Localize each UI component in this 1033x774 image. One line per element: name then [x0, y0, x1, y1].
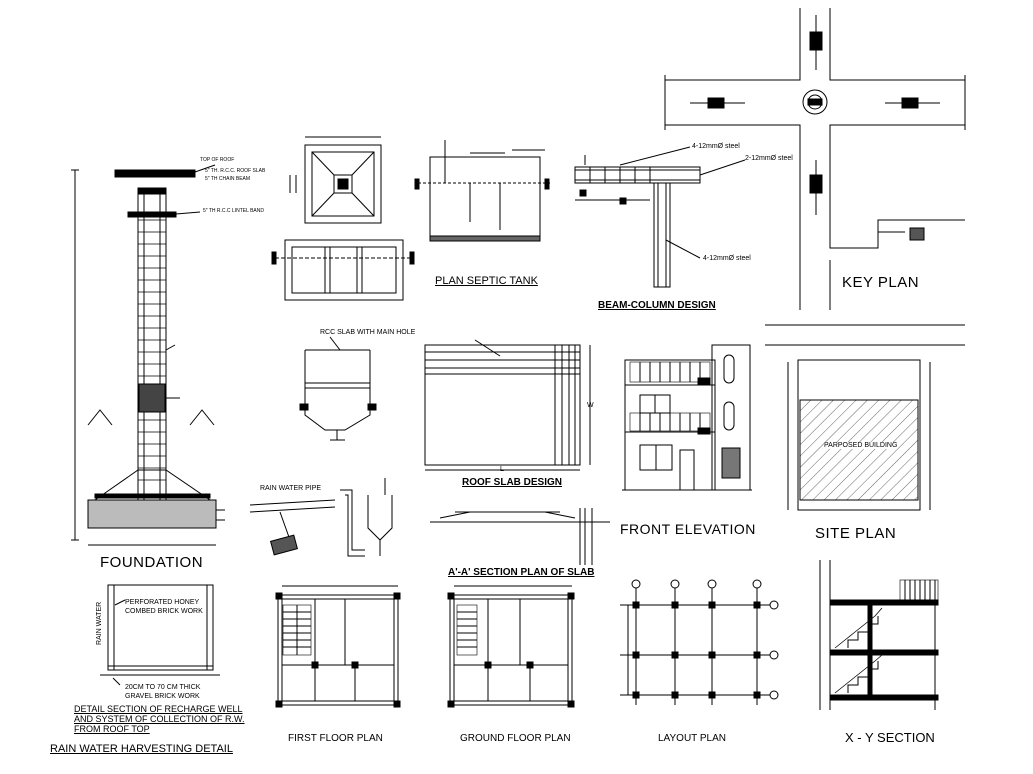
first-floor-plan-drawing — [275, 585, 401, 708]
note-rcc-slab-manhole: RCC SLAB WITH MAIN HOLE — [320, 329, 416, 336]
note-chain-beam: 5" TH CHAIN BEAM — [205, 176, 251, 182]
note-steel-2: 2-12mmØ steel — [745, 155, 793, 162]
rain-water-pipe-drawing — [249, 478, 393, 557]
septic-hopper-section — [299, 336, 377, 441]
note-roof-slab: 5" TH. R.C.C. ROOF SLAB — [205, 168, 266, 174]
title-slab-section: A'-A' SECTION PLAN OF SLAB — [448, 567, 595, 578]
title-front-elevation: FRONT ELEVATION — [620, 521, 756, 537]
key-plan-drawing — [664, 8, 966, 310]
note-steel-3: 4-12mmØ steel — [703, 255, 751, 262]
title-beam-column-design: BEAM-COLUMN DESIGN — [598, 300, 716, 311]
note-lintel-band: 5" TH R.C.C LINTEL BAND — [203, 208, 264, 214]
note-gravel-2: GRAVEL BRICK WORK — [125, 693, 200, 700]
roof-slab-drawing — [424, 339, 591, 471]
title-xy-section: X - Y SECTION — [845, 730, 935, 745]
note-perforated-1: PERFORATED HONEY — [125, 599, 200, 606]
note-detail-2: AND SYSTEM OF COLLECTION OF R.W. — [74, 714, 245, 724]
title-plan-septic-tank: PLAN SEPTIC TANK — [435, 275, 538, 287]
note-detail-3: FROM ROOF TOP — [74, 724, 150, 734]
septic-tank-plan — [271, 239, 415, 301]
title-site-plan: SITE PLAN — [815, 525, 897, 542]
note-steel-1: 4-12mmØ steel — [692, 143, 740, 150]
title-foundation: FOUNDATION — [100, 554, 204, 571]
title-rain-water-harvesting: RAIN WATER HARVESTING DETAIL — [50, 743, 233, 755]
slab-section-drawing — [430, 508, 610, 565]
title-roof-slab-design: ROOF SLAB DESIGN — [462, 477, 563, 488]
note-detail-1: DETAIL SECTION OF RECHARGE WELL — [74, 704, 243, 714]
beam-column-drawing — [574, 146, 746, 288]
title-key-plan: KEY PLAN — [842, 274, 920, 291]
note-rain-water-vertical: RAIN WATER — [96, 601, 103, 645]
foundation-drawing — [71, 164, 225, 546]
site-plan-drawing — [765, 324, 965, 511]
ground-floor-plan-drawing — [447, 585, 575, 708]
septic-tank-top-view — [289, 136, 382, 224]
note-slab-w: W — [587, 402, 594, 409]
title-ground-floor-plan: GROUND FLOOR PLAN — [460, 733, 571, 744]
note-top-of-roof: TOP OF ROOF — [200, 157, 235, 163]
note-purposed-building: PARPOSED BUILDING — [824, 442, 898, 449]
xy-section-drawing — [819, 560, 939, 710]
note-gravel-1: 20CM TO 70 CM THICK — [125, 684, 201, 691]
title-first-floor-plan: FIRST FLOOR PLAN — [288, 733, 383, 744]
note-perforated-2: COMBED BRICK WORK — [125, 608, 203, 615]
recharge-well-drawing — [100, 584, 220, 686]
front-elevation-drawing — [622, 344, 752, 491]
septic-tank-section — [414, 140, 550, 242]
title-layout-plan: LAYOUT PLAN — [658, 733, 726, 744]
note-slab-l: L — [500, 466, 504, 473]
note-rain-water-pipe: RAIN WATER PIPE — [260, 485, 322, 492]
layout-plan-drawing — [620, 579, 779, 705]
